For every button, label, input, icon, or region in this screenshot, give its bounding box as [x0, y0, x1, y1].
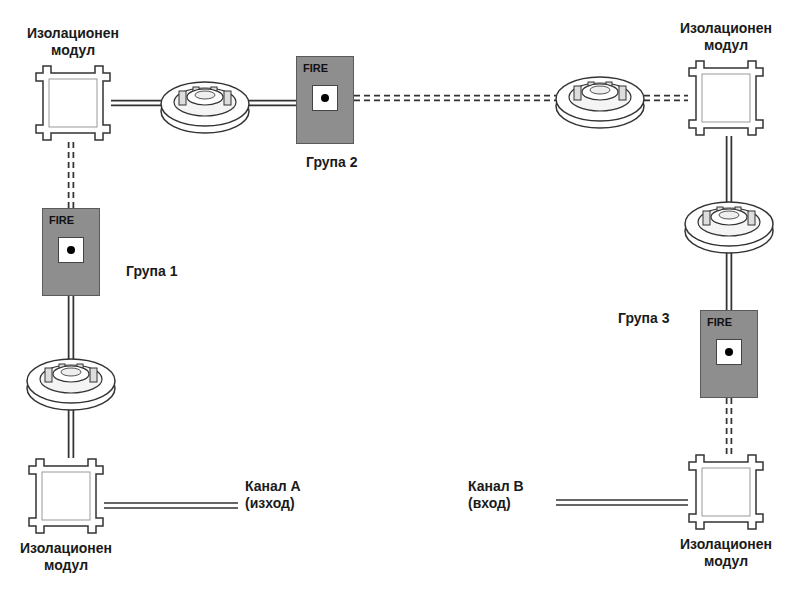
- channel-a-wire: [104, 503, 238, 508]
- module-label: Изолационен модул: [666, 536, 786, 570]
- isolator-outline: [688, 60, 764, 136]
- smoke-detector: [556, 77, 644, 128]
- module-label: Изолационен модул: [666, 20, 786, 54]
- call-point-label: FIRE: [49, 214, 99, 226]
- isolator-module: Изолационен модул: [688, 454, 764, 530]
- call-point-window: [58, 237, 84, 263]
- smoke-detector: [161, 82, 249, 133]
- dashed-loop-wire: [729, 398, 730, 454]
- isolator-outline: [35, 65, 111, 141]
- manual-call-point: FIRE: [700, 310, 758, 398]
- call-point-button: [725, 348, 733, 356]
- call-point-button: [321, 94, 329, 102]
- dashed-loop-wire: [71, 141, 72, 208]
- group-label: Група 3: [618, 310, 669, 327]
- isolator-module: Изолационен модул: [35, 65, 111, 141]
- manual-call-point: FIRE: [296, 56, 354, 144]
- group-label: Група 1: [126, 263, 177, 280]
- isolator-outline: [28, 458, 104, 534]
- isolator-outline: [688, 454, 764, 530]
- smoke-detector: [685, 202, 773, 253]
- call-point-label: FIRE: [303, 62, 353, 74]
- module-label: Изолационен модул: [6, 540, 126, 574]
- channel-b-wire: [556, 500, 688, 505]
- module-label: Изолационен модул: [13, 25, 133, 59]
- isolator-module: Изолационен модул: [28, 458, 104, 534]
- call-point-label: FIRE: [707, 316, 757, 328]
- call-point-window: [312, 85, 338, 111]
- call-point-button: [67, 246, 75, 254]
- group-label: Група 2: [306, 154, 357, 171]
- smoke-detector: [27, 359, 115, 410]
- call-point-window: [716, 339, 742, 365]
- channel-label: Канал A (изход): [245, 478, 325, 512]
- channel-label: Канал B (вход): [468, 478, 548, 512]
- isolator-module: Изолационен модул: [688, 60, 764, 136]
- manual-call-point: FIRE: [42, 208, 100, 296]
